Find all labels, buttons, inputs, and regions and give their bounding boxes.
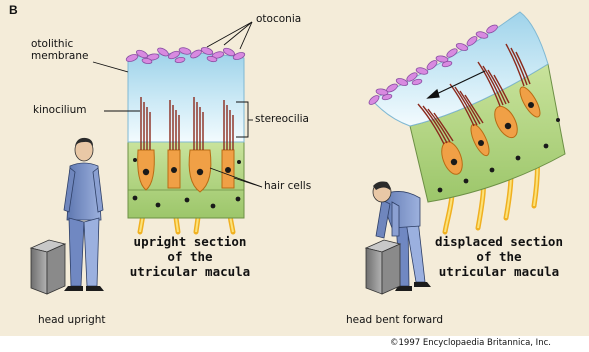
panel-letter: B	[9, 3, 18, 17]
label-kinocilium: kinocilium	[33, 105, 86, 117]
copyright-notice: ©1997 Encyclopaedia Britannica, Inc.	[390, 338, 551, 348]
label-otolithic-membrane: otolithic membrane	[31, 39, 88, 63]
label-stereocilia: stereocilia	[255, 114, 309, 126]
label-hair-cells: hair cells	[264, 181, 311, 193]
box-left	[31, 240, 65, 294]
label-head-bent-forward: head bent forward	[346, 314, 443, 326]
label-head-upright: head upright	[38, 314, 106, 326]
box-right	[366, 240, 400, 294]
caption-upright-section: upright section of the utricular macula	[120, 234, 260, 279]
upright-section	[93, 22, 262, 232]
label-otoconia: otoconia	[256, 14, 301, 26]
person-upright	[64, 138, 104, 291]
caption-displaced-section: displaced section of the utricular macul…	[424, 234, 574, 279]
